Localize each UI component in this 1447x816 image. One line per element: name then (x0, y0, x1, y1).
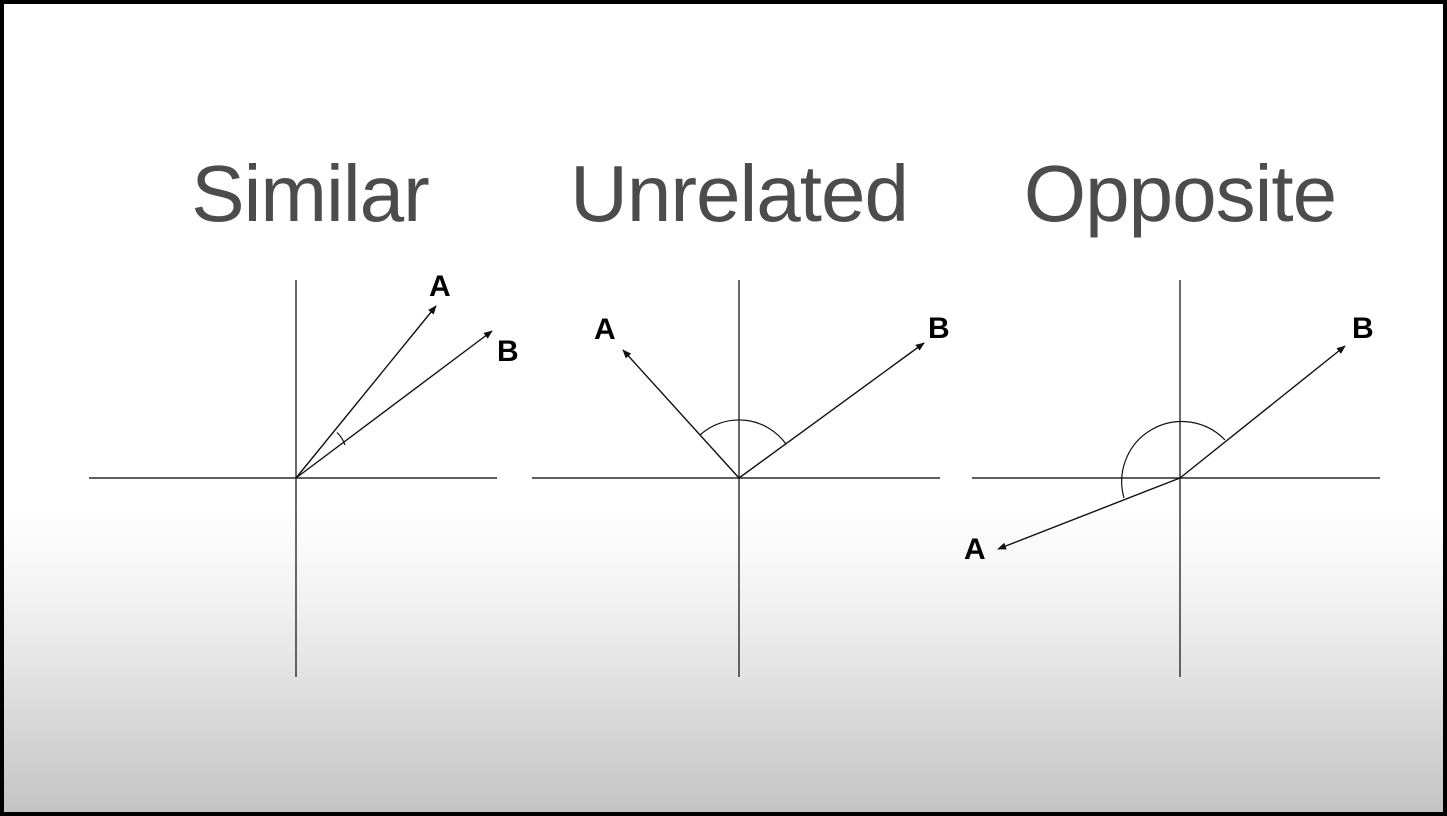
angle-arc (336, 432, 346, 446)
panel-title-unrelated: Unrelated (570, 149, 909, 238)
vector-b (295, 330, 493, 479)
angle-arc (699, 419, 787, 445)
slide: Similar Unrelated Opposite A B A B (4, 4, 1443, 812)
panel-title-opposite: Opposite (1023, 149, 1337, 238)
vector-b (1179, 345, 1346, 479)
vector-label-a: A (594, 313, 616, 346)
vector-a (295, 305, 437, 479)
vector-label-b: B (1352, 312, 1374, 345)
panel-similar: A B (89, 270, 519, 677)
angle-arc (1121, 420, 1226, 499)
panel-opposite: A B (964, 280, 1380, 677)
vector-label-a: A (429, 270, 451, 303)
vector-b (738, 342, 925, 479)
vector-diagrams: A B A B A B (89, 270, 1380, 677)
vector-label-b: B (497, 335, 519, 368)
vector-label-a: A (964, 533, 986, 566)
vector-label-b: B (928, 312, 950, 345)
vector-a (997, 477, 1181, 550)
vector-a (622, 349, 740, 479)
panel-title-similar: Similar (191, 149, 429, 238)
panel-unrelated: A B (532, 280, 950, 677)
